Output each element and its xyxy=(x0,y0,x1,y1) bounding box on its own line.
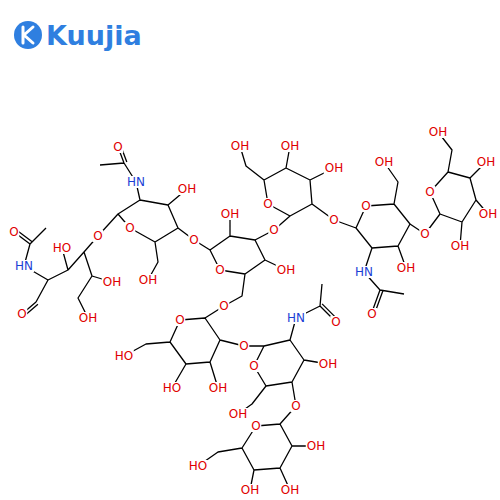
atom-label: O xyxy=(366,308,377,320)
atom-label: O xyxy=(248,360,259,372)
atom-label: OH xyxy=(478,208,498,220)
logo-icon xyxy=(14,21,42,49)
atom-label: OH xyxy=(374,156,394,168)
atom-label: O xyxy=(174,314,185,326)
atom-label: O xyxy=(92,230,103,242)
atom-label: OH xyxy=(396,262,416,274)
atom-label: O xyxy=(262,198,273,210)
atom-label: O xyxy=(250,420,261,432)
atom-label: O xyxy=(330,316,341,328)
atom-label: HN xyxy=(126,176,146,188)
atom-label: OH xyxy=(428,126,448,138)
atom-label: O xyxy=(268,224,279,236)
atom-label: OH xyxy=(324,162,344,174)
atom-label: OH xyxy=(208,382,228,394)
atom-label: HO xyxy=(52,242,72,254)
atom-label: OH xyxy=(476,156,496,168)
atom-label: O xyxy=(238,340,249,352)
atom-label: HO xyxy=(162,382,182,394)
atom-label: O xyxy=(290,400,301,412)
atom-label: O xyxy=(112,141,123,153)
atom-label: O xyxy=(16,308,27,320)
atom-label: HN xyxy=(286,312,306,324)
atom-label: O xyxy=(424,186,435,198)
atom-label: HO xyxy=(114,350,134,362)
atom-label: OH xyxy=(177,183,197,195)
atom-label: OH xyxy=(280,484,300,496)
atom-label: OH xyxy=(230,140,250,152)
bond-lines xyxy=(14,132,488,490)
atom-label: OH xyxy=(318,358,338,370)
atom-label: HN xyxy=(14,260,34,272)
atom-label: OH xyxy=(78,312,98,324)
atom-label: OH xyxy=(450,240,470,252)
atom-label: OH xyxy=(240,484,260,496)
atom-label: OH xyxy=(102,276,122,288)
atom-label: OH xyxy=(220,208,240,220)
atom-label: O xyxy=(360,200,371,212)
atom-label: O xyxy=(419,228,430,240)
atom-label: O xyxy=(214,264,225,276)
atom-label: O xyxy=(188,234,199,246)
atom-label: OH xyxy=(306,440,326,452)
watermark: Kuujia xyxy=(46,22,142,49)
atom-label: O xyxy=(218,300,229,312)
atom-label: OH xyxy=(138,274,158,286)
atom-label: OH xyxy=(280,140,300,152)
atom-label: OH xyxy=(276,264,296,276)
atom-label: HN xyxy=(354,266,374,278)
atom-label: O xyxy=(8,226,19,238)
atom-label: HO xyxy=(188,460,208,472)
atom-label: O xyxy=(124,222,135,234)
atom-label: O xyxy=(328,214,339,226)
atom-label: OH xyxy=(228,408,248,420)
